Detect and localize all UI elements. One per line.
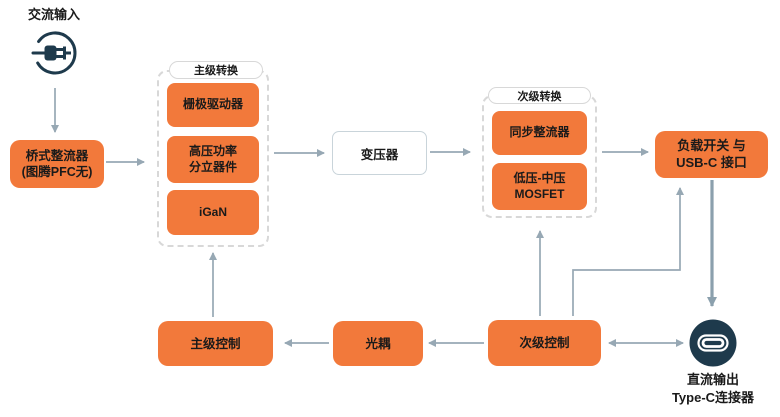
block-label-line: USB-C 接口 [676, 154, 747, 170]
block-lv-mv-mosfet: 低压-中压 MOSFET [492, 163, 587, 210]
block-transformer: 变压器 [332, 131, 427, 175]
block-gate-driver: 栅极驱动器 [167, 83, 259, 127]
block-label-line: 桥式整流器 [25, 149, 89, 163]
block-label-line: 负载开关 与 [677, 137, 746, 153]
primary-conversion-title: 主级转换 [169, 61, 263, 79]
block-hv-power-discretes: 高压功率 分立器件 [167, 136, 259, 183]
dc-output-line: 直流输出 [686, 372, 739, 387]
block-label-line: 低压-中压 [513, 171, 566, 186]
block-label-line: (图腾PFC无) [21, 165, 93, 179]
block-igan: iGaN [167, 190, 259, 235]
arrow-secondaryctrl-to-loadswitch [572, 187, 684, 316]
secondary-conversion-title: 次级转换 [488, 87, 591, 104]
block-secondary-control: 次级控制 [488, 320, 601, 366]
block-load-switch-usbc: 负载开关 与 USB-C 接口 [655, 131, 768, 178]
block-primary-control: 主级控制 [158, 321, 273, 366]
dc-output-label: 直流输出 Type-C连接器 [648, 371, 778, 406]
ac-input-label: 交流输入 [28, 7, 81, 22]
ac-plug-icon [31, 31, 77, 75]
block-optocoupler: 光耦 [333, 321, 423, 366]
block-sync-rectifier: 同步整流器 [492, 111, 587, 155]
block-label-line: 高压功率 [188, 144, 237, 159]
block-bridge-rectifier: 桥式整流器 (图腾PFC无) [10, 140, 104, 188]
dc-output-line: Type-C连接器 [671, 389, 755, 405]
usb-c-connector-icon [689, 319, 737, 367]
block-label-line: MOSFET [514, 186, 565, 201]
block-label-line: 分立器件 [188, 159, 237, 174]
